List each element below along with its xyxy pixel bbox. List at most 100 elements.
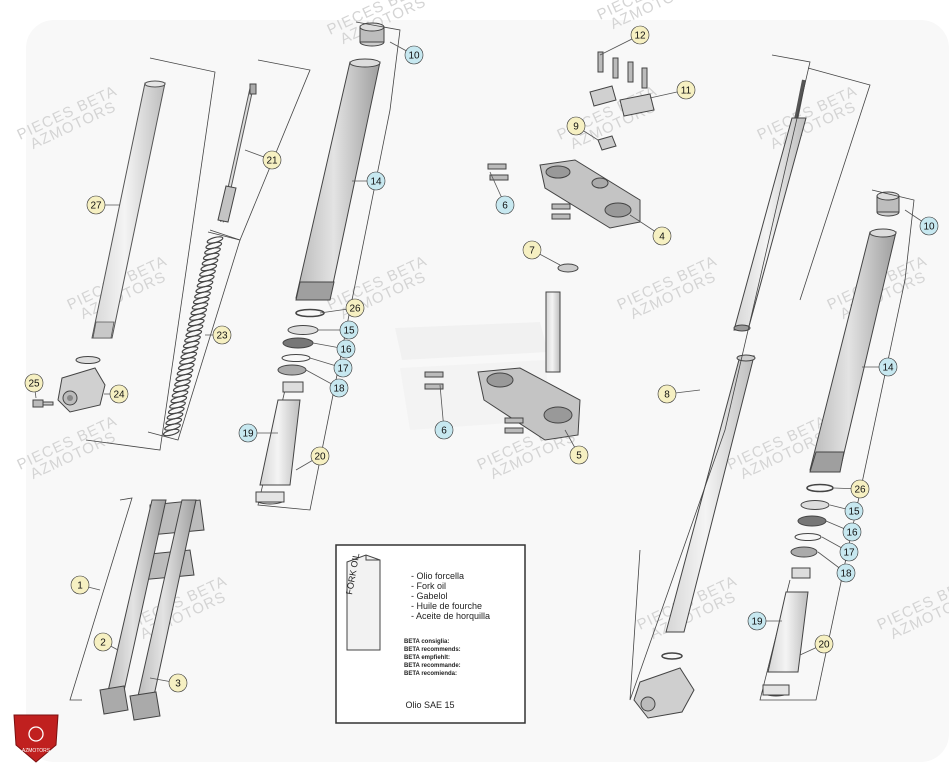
callout-9: 9 — [566, 116, 586, 136]
callout-circle — [522, 240, 542, 260]
callout-label: 7 — [529, 246, 535, 257]
callout-label: 2 — [100, 638, 106, 649]
bracket-lines — [147, 229, 241, 441]
callout-label: 10 — [408, 51, 420, 62]
callout-circle — [262, 150, 282, 170]
callout-circle — [339, 320, 359, 340]
seal-stack-right — [790, 483, 834, 558]
callout-circle — [70, 575, 90, 595]
callout-circle — [630, 25, 650, 45]
oil-line-2: - Fork oil — [411, 581, 446, 591]
callout-label: 3 — [175, 679, 181, 690]
callout-label: 1 — [77, 581, 83, 592]
callout-16: 16 — [842, 522, 862, 542]
callout-circle — [86, 195, 106, 215]
callout-label: 16 — [340, 345, 352, 356]
callout-circle — [310, 446, 330, 466]
callout-2: 2 — [93, 632, 113, 652]
callout-27: 27 — [86, 195, 106, 215]
callout-circle — [109, 384, 129, 404]
callout-19: 19 — [747, 611, 767, 631]
callout-label: 20 — [818, 640, 830, 651]
callout-label: 23 — [216, 331, 228, 342]
callout-circle — [814, 634, 834, 654]
callout-circle — [238, 423, 258, 443]
callout-label: 26 — [349, 304, 361, 315]
oil-line-4: - Huile de fourche — [411, 601, 482, 611]
bracket-lines — [85, 57, 216, 451]
callout-1: 1 — [70, 575, 90, 595]
callout-label: 18 — [333, 384, 345, 395]
callout-label: 6 — [441, 426, 447, 437]
callout-3: 3 — [168, 673, 188, 693]
callout-label: 4 — [659, 232, 665, 243]
logo-text: AZMOTORS — [22, 748, 51, 754]
callout-label: 18 — [840, 569, 852, 580]
callout-14: 14 — [366, 171, 386, 191]
oil-line-1: - Olio forcella — [411, 571, 464, 581]
callout-5: 5 — [569, 445, 589, 465]
callout-24: 24 — [109, 384, 129, 404]
callout-label: 15 — [848, 507, 860, 518]
part-24-fork-foot — [57, 356, 106, 413]
callout-25: 25 — [24, 373, 44, 393]
part-21-cartridge-rod — [217, 83, 257, 223]
azmotors-logo — [13, 714, 59, 763]
callout-layer: 1012119212714647102326151617181425246819… — [24, 25, 939, 693]
callout-circle — [569, 445, 589, 465]
callout-11: 11 — [676, 80, 696, 100]
callout-label: 17 — [843, 548, 855, 559]
part-14-outer-tube — [295, 58, 381, 301]
callout-21: 21 — [262, 150, 282, 170]
callout-23: 23 — [212, 325, 232, 345]
callout-6: 6 — [434, 420, 454, 440]
callout-15: 15 — [844, 501, 864, 521]
callout-label: 17 — [337, 364, 349, 375]
callout-circle — [566, 116, 586, 136]
part-10-cap-right — [876, 191, 900, 217]
part-12-bolts — [597, 51, 648, 89]
callout-circle — [366, 171, 386, 191]
part-11-clamps — [589, 85, 655, 117]
callout-circle — [336, 339, 356, 359]
oil-recommend-3: BETA empfiehlt: — [404, 655, 450, 661]
callout-26: 26 — [345, 298, 365, 318]
part-7-ring — [557, 263, 579, 273]
part-19-bushing-right — [762, 567, 811, 697]
callout-label: 24 — [113, 390, 125, 401]
callout-17: 17 — [333, 358, 353, 378]
callout-label: 5 — [576, 451, 582, 462]
callout-circle — [168, 673, 188, 693]
callout-4: 4 — [652, 226, 672, 246]
part-23-spring — [162, 236, 224, 437]
oil-line-5: - Aceite de horquilla — [411, 611, 490, 621]
callout-circle — [919, 216, 939, 236]
callout-label: 10 — [923, 222, 935, 233]
callout-14: 14 — [878, 357, 898, 377]
callout-circle — [495, 195, 515, 215]
callout-label: 19 — [751, 617, 763, 628]
oil-recommend-1: BETA consiglia: — [404, 639, 449, 645]
callout-label: 20 — [314, 452, 326, 463]
callout-circle — [652, 226, 672, 246]
callout-10: 10 — [404, 45, 424, 65]
callout-16: 16 — [336, 339, 356, 359]
callout-label: 25 — [28, 379, 40, 390]
callout-18: 18 — [836, 563, 856, 583]
part-25-bolt — [32, 399, 54, 408]
part-1-fork-assembly — [99, 499, 205, 721]
callout-label: 14 — [370, 177, 382, 188]
part-27-inner-tube — [91, 80, 166, 339]
oil-info-box — [335, 544, 526, 724]
callout-circle — [329, 378, 349, 398]
callout-label: 14 — [882, 363, 894, 374]
callout-circle — [747, 611, 767, 631]
callout-label: 26 — [854, 485, 866, 496]
callout-6: 6 — [495, 195, 515, 215]
bracket-lines — [629, 54, 811, 701]
callout-20: 20 — [310, 446, 330, 466]
callout-circle — [839, 542, 859, 562]
callout-12: 12 — [630, 25, 650, 45]
callout-circle — [676, 80, 696, 100]
